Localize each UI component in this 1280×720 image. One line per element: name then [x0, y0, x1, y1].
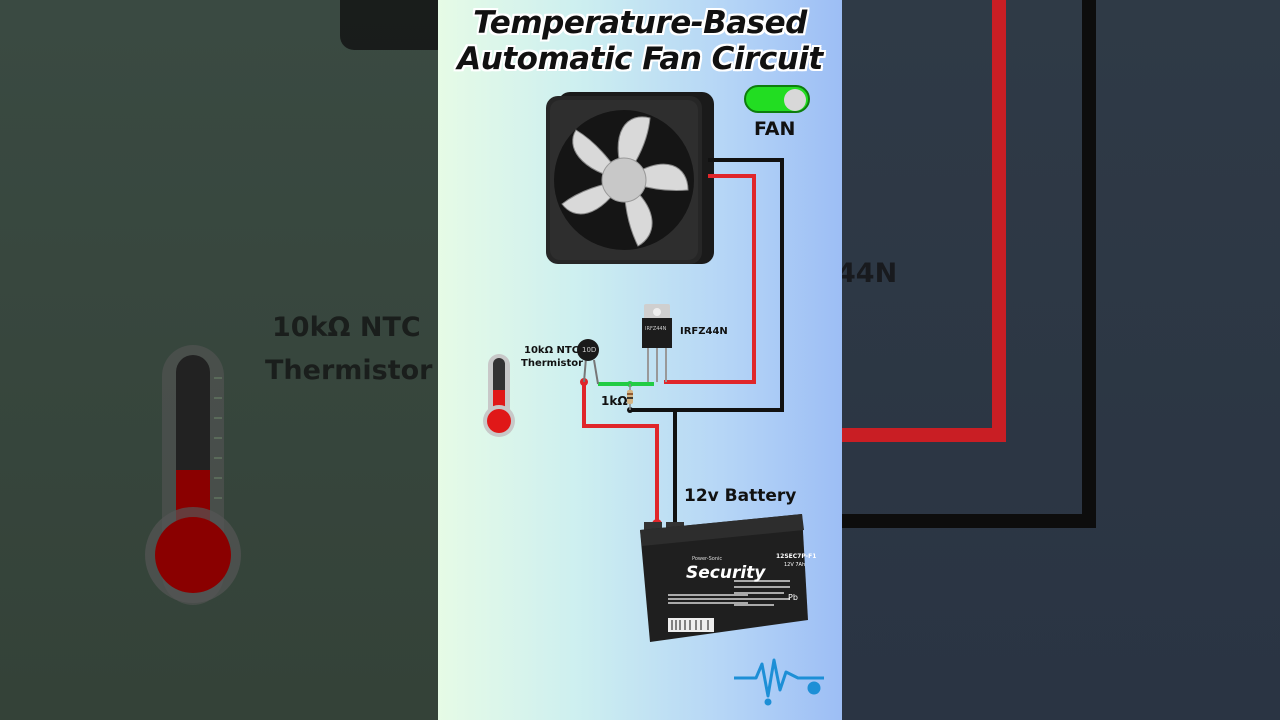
battery-brand-small: Power-Sonic: [692, 556, 722, 562]
resistor-label: 1kΩ: [601, 394, 628, 408]
resistor-icon: [627, 384, 633, 410]
fan-toggle[interactable]: [744, 85, 810, 113]
background-label-right: 44N: [842, 258, 898, 289]
circuit-diagram: 10D IRFZ44N: [483, 92, 824, 706]
thermometer-icon: [483, 354, 515, 437]
fan-toggle-label: FAN: [754, 118, 796, 140]
battery-label: 12v Battery: [684, 486, 797, 506]
diagram-panel: Temperature-Based Automatic Fan Circuit …: [438, 0, 842, 720]
mosfet-icon: [642, 304, 672, 382]
background-fan-blur: [340, 0, 438, 50]
title-line2: Automatic Fan Circuit: [457, 41, 823, 77]
background-label-line2: Thermistor: [265, 355, 433, 386]
background-thermometer-icon: [145, 345, 241, 605]
thermistor-label-line1: 10kΩ NTC: [524, 345, 580, 356]
battery-brand: Security: [686, 563, 766, 583]
background-wires: [842, 0, 1096, 528]
background-right-panel: 44N: [842, 0, 1280, 720]
mosfet-body-text: IRFZ44N: [645, 326, 667, 332]
fan-icon: [546, 92, 714, 264]
battery-pb-mark: Pb: [788, 593, 798, 602]
battery-icon: [640, 514, 808, 642]
battery-model: 12SEC7P-F1: [776, 553, 816, 560]
background-left-panel: 10kΩ NTC Thermistor: [0, 0, 438, 720]
fan-toggle-knob: [784, 89, 806, 111]
thermistor-body-text: 10D: [582, 346, 596, 354]
thermistor-label-line2: Thermistor: [521, 358, 584, 369]
battery-rating: 12V 7Ah: [784, 562, 805, 568]
thermistor-icon: [577, 339, 599, 385]
title-line1: Temperature-Based: [473, 5, 807, 41]
mosfet-label: IRFZ44N: [680, 326, 728, 337]
background-label-line1: 10kΩ NTC: [272, 312, 421, 343]
brand-logo-icon: [734, 658, 824, 706]
